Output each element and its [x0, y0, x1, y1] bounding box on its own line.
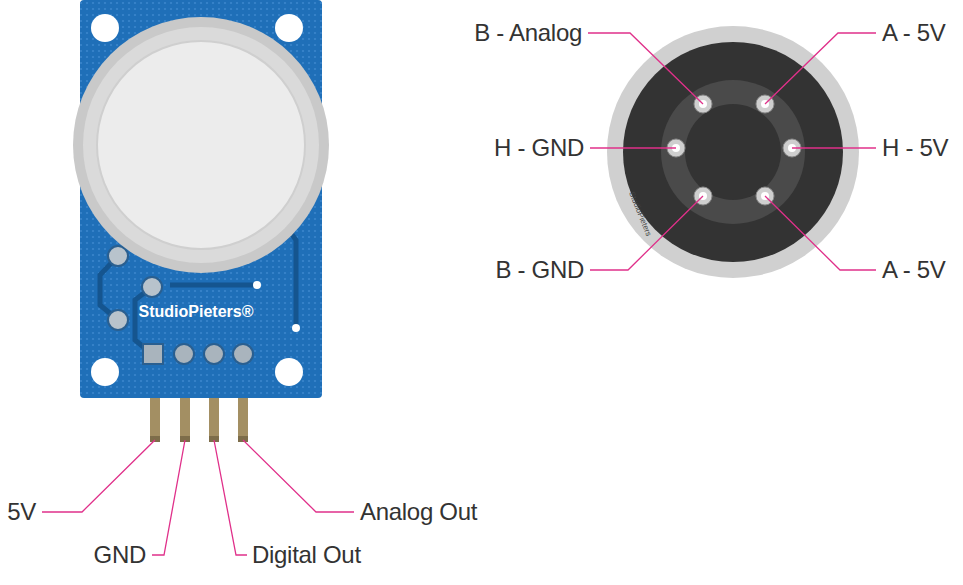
mount-hole [91, 358, 119, 386]
leader-lines [42, 33, 876, 555]
sensor-base [623, 42, 843, 262]
pin-tip [238, 436, 248, 442]
sensor-pins [667, 95, 801, 205]
pin-label: GND [94, 541, 146, 569]
leader-line [590, 147, 676, 148]
leader-line [792, 147, 876, 148]
pin-label: H - 5V [882, 134, 948, 162]
pin-label: B - GND [495, 256, 584, 284]
header-pin [209, 392, 219, 442]
header-pad [174, 344, 194, 364]
leader-line [152, 440, 185, 555]
sensor-base-rim [607, 26, 859, 278]
solder-pad [108, 310, 128, 330]
sensor-mesh [97, 41, 305, 249]
header-pin [238, 392, 248, 442]
pin-label: A - 5V [882, 256, 946, 284]
solder-pad [108, 246, 128, 266]
header-pad [233, 344, 253, 364]
leader-line [765, 33, 876, 104]
leader-line [243, 440, 354, 512]
leader-line [214, 440, 247, 555]
header-pad [143, 344, 163, 364]
solder-pad [142, 277, 162, 297]
sensor-rim [83, 27, 319, 263]
header-pins [150, 392, 248, 442]
pin-label: 5V [7, 498, 36, 526]
pin-label: H - GND [494, 134, 584, 162]
pin-label: Analog Out [360, 498, 477, 526]
pin-label: B - Analog [474, 19, 582, 47]
via [253, 281, 261, 289]
mount-hole [275, 14, 303, 42]
pin-label: Digital Out [252, 541, 361, 569]
pin-label: A - 5V [882, 19, 946, 47]
leader-line [42, 440, 155, 512]
leader-line [588, 33, 703, 104]
via [292, 324, 300, 332]
pin-ring-core [685, 104, 781, 200]
header-pin [150, 392, 160, 442]
pin-tip [150, 436, 160, 442]
pin-ring [661, 80, 805, 224]
leader-line [765, 196, 876, 270]
header-pin [180, 392, 190, 442]
sensor-housing [73, 17, 329, 273]
mount-hole [275, 358, 303, 386]
sensor-bottom [607, 26, 859, 278]
sensor-pin-centers [672, 100, 796, 200]
header-pad [204, 344, 224, 364]
mount-hole [91, 14, 119, 42]
circuit-board [73, 0, 329, 398]
brand-logo: StudioPieters® [139, 302, 254, 322]
brand-mark: StudioPieters [626, 190, 653, 238]
